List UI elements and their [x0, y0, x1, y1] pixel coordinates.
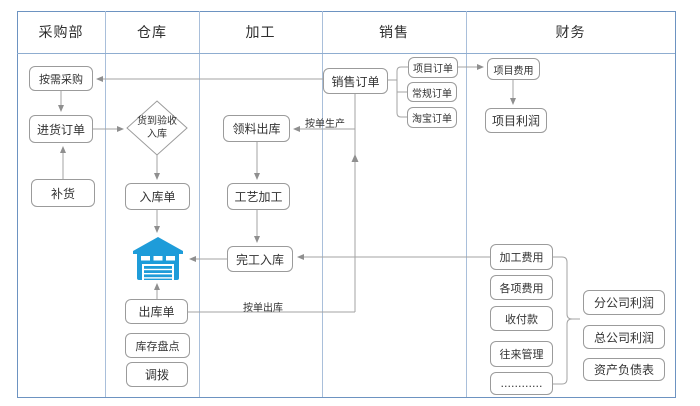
brace-finance-top: [553, 256, 580, 320]
node-project-order: 项目订单: [408, 57, 458, 78]
node-goods-inspection: 货到验收入库: [137, 116, 177, 140]
node-outbound-receipt: 出库单: [125, 299, 188, 324]
node-inbound-receipt: 入库单: [125, 183, 190, 210]
node-purchase-on-demand: 按需采购: [29, 66, 93, 91]
node-stock-count: 库存盘点: [125, 333, 190, 358]
lane-header-processing: 加工: [245, 25, 276, 41]
node-balance-sheet: 资产负债表: [583, 358, 665, 381]
lane-header-sales: 销售: [379, 25, 409, 41]
inspection-diamond: [126, 100, 188, 156]
node-material-outbound: 领料出库: [223, 115, 290, 142]
edge-label-produce-to-order: 按单生产: [305, 119, 345, 130]
edge-label-ship-to-order: 按单出库: [243, 303, 283, 314]
header-separator: [17, 53, 675, 54]
swimlane-frame: [17, 11, 676, 398]
node-taobao-order: 淘宝订单: [407, 107, 457, 128]
node-ellipsis: ............: [490, 372, 553, 395]
lane-divider-1: [105, 11, 106, 397]
warehouse-icon: [132, 236, 184, 280]
node-process-machining: 工艺加工: [227, 183, 290, 210]
lane-divider-2: [199, 11, 200, 397]
arrowhead-up-ship-to-order: [351, 154, 359, 162]
node-payments: 收付款: [490, 306, 553, 331]
lane-header-purchasing: 采购部: [38, 25, 84, 41]
node-regular-order: 常规订单: [407, 82, 457, 102]
node-hq-profit: 总公司利润: [583, 325, 665, 349]
node-misc-cost: 各项费用: [490, 275, 553, 300]
node-transactions: 往来管理: [490, 341, 553, 367]
node-finished-inbound: 完工入库: [227, 246, 293, 272]
brace-finance-bottom: [553, 318, 573, 385]
lane-header-warehouse: 仓库: [137, 25, 167, 41]
lane-header-finance: 财务: [555, 25, 586, 41]
node-processing-cost: 加工费用: [490, 244, 553, 270]
node-project-cost: 项目费用: [487, 58, 540, 80]
node-branch-profit: 分公司利润: [583, 290, 665, 315]
node-replenish: 补货: [31, 179, 95, 207]
node-project-profit: 项目利润: [485, 108, 547, 133]
lane-divider-3: [322, 11, 323, 397]
lane-divider-4: [466, 11, 467, 397]
node-transfer: 调拨: [126, 362, 188, 387]
node-sales-order: 销售订单: [323, 68, 388, 94]
node-purchase-order: 进货订单: [29, 115, 93, 143]
